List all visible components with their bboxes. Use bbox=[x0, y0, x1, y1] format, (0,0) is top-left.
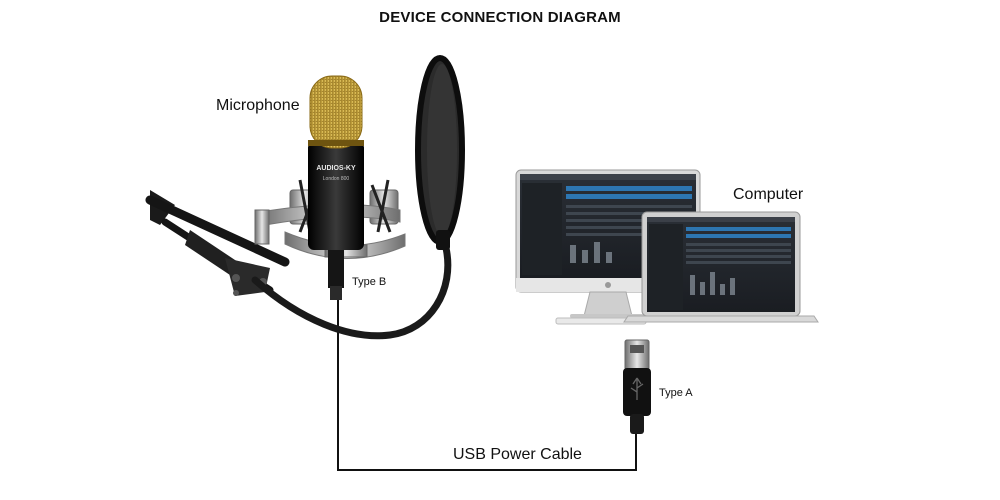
laptop bbox=[623, 211, 819, 323]
usb-type-a-connector bbox=[623, 339, 651, 434]
diagram-title: DEVICE CONNECTION DIAGRAM bbox=[379, 9, 621, 26]
type-b-label: Type B bbox=[352, 276, 387, 288]
mic-logo-text: AUDIOS-KY bbox=[316, 165, 356, 172]
type-a-label: Type A bbox=[659, 387, 693, 399]
pop-filter bbox=[415, 55, 465, 250]
microphone: AUDIOS-KY London 800 bbox=[308, 75, 364, 300]
usb-power-cable bbox=[337, 300, 637, 471]
usb-power-cable-label: USB Power Cable bbox=[453, 446, 582, 463]
computer-label: Computer bbox=[733, 186, 804, 203]
pop-filter-gooseneck bbox=[251, 244, 452, 340]
mic-model-text: London 800 bbox=[323, 176, 350, 182]
microphone-label: Microphone bbox=[216, 97, 300, 114]
